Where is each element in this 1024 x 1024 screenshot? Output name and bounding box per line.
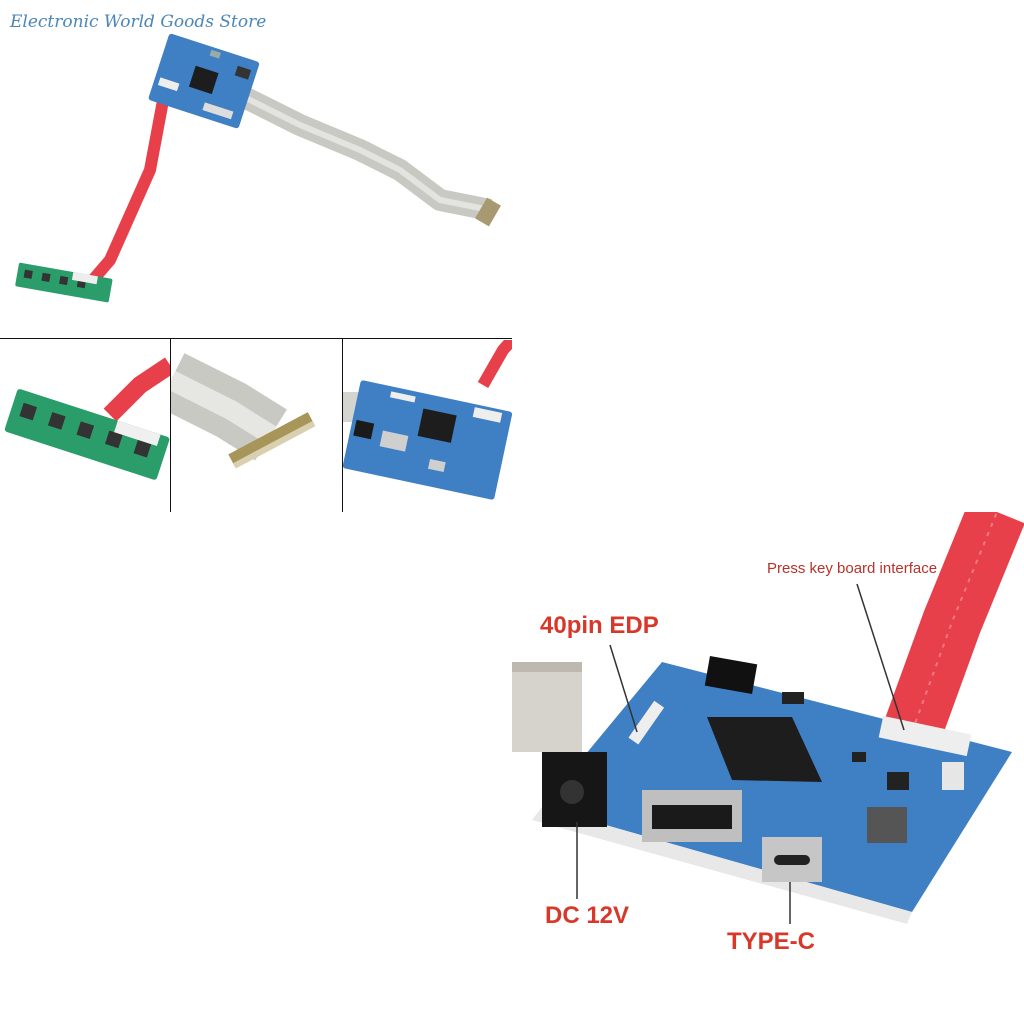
thumbnail-divider-2 [342,338,343,512]
dc-power-label: DC 12V [545,902,630,929]
edp-connector-label: 40pin EDP [540,612,659,639]
thumbnail-strip-top-border [0,338,512,339]
type-c-label: TYPE-C [727,928,816,955]
store-name-watermark: Electronic World Goods Store [10,12,267,32]
press-key-board-interface-label: Press key board interface [767,560,938,577]
thumbnail-driver-board [343,340,512,500]
thumbnail-flat-cable [171,353,316,469]
annotated-board-photo [512,512,1024,924]
thumbnail-key-board [4,357,170,480]
product-overview-photo [15,33,501,303]
thumbnail-divider-1 [170,338,171,512]
